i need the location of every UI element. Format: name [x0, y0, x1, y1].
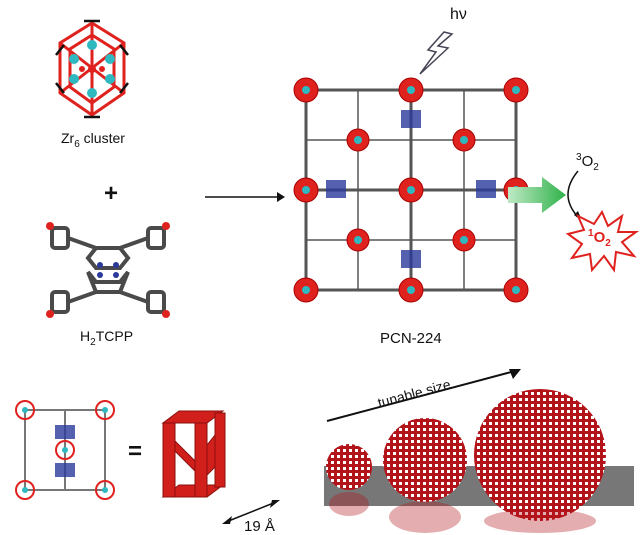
small-sphere — [326, 444, 372, 516]
red-cage-model — [161, 410, 226, 498]
singlet-subscript: 2 — [605, 238, 611, 249]
plus-sign: + — [104, 180, 119, 207]
tunable-size-arrow — [326, 369, 521, 422]
zr6-cluster-label: Zr6 cluster — [61, 130, 125, 150]
zr-symbol: Zr — [61, 130, 75, 146]
singlet-oxygen-burst — [565, 209, 640, 273]
reaction-arrow — [205, 192, 285, 202]
singlet-o-symbol: O — [593, 229, 606, 246]
h2tcpp-molecule — [46, 222, 170, 318]
zr-subscript: 6 — [74, 138, 80, 150]
triplet-superscript: 3 — [576, 152, 582, 163]
cage-size-label: 19 Å — [244, 518, 275, 535]
light-hv-label: hν — [450, 6, 467, 23]
large-sphere — [474, 389, 606, 533]
h-subscript: 2 — [90, 336, 96, 348]
lightning-icon — [419, 31, 454, 75]
singlet-superscript: 1 — [588, 228, 594, 239]
cage-dimension-arrow — [222, 500, 280, 524]
equals-sign: = — [128, 438, 143, 465]
energy-transfer-arrow — [508, 177, 566, 213]
h-symbol: H — [80, 328, 91, 344]
cluster-word: cluster — [79, 130, 125, 146]
triplet-o-symbol: O — [581, 153, 594, 170]
triplet-oxygen-label: 3O2 — [576, 152, 599, 173]
triplet-subscript: 2 — [593, 162, 599, 173]
pcn224-label: PCN-224 — [380, 330, 442, 347]
pcn224-framework — [293, 77, 529, 303]
h2tcpp-label: H2TCPP — [80, 328, 133, 348]
medium-sphere — [383, 418, 467, 533]
tcpp-text: TCPP — [95, 328, 134, 344]
zr6-cluster-structure — [55, 19, 129, 119]
singlet-oxygen-label: 1O2 — [588, 228, 611, 249]
small-cage-structure — [15, 400, 115, 500]
